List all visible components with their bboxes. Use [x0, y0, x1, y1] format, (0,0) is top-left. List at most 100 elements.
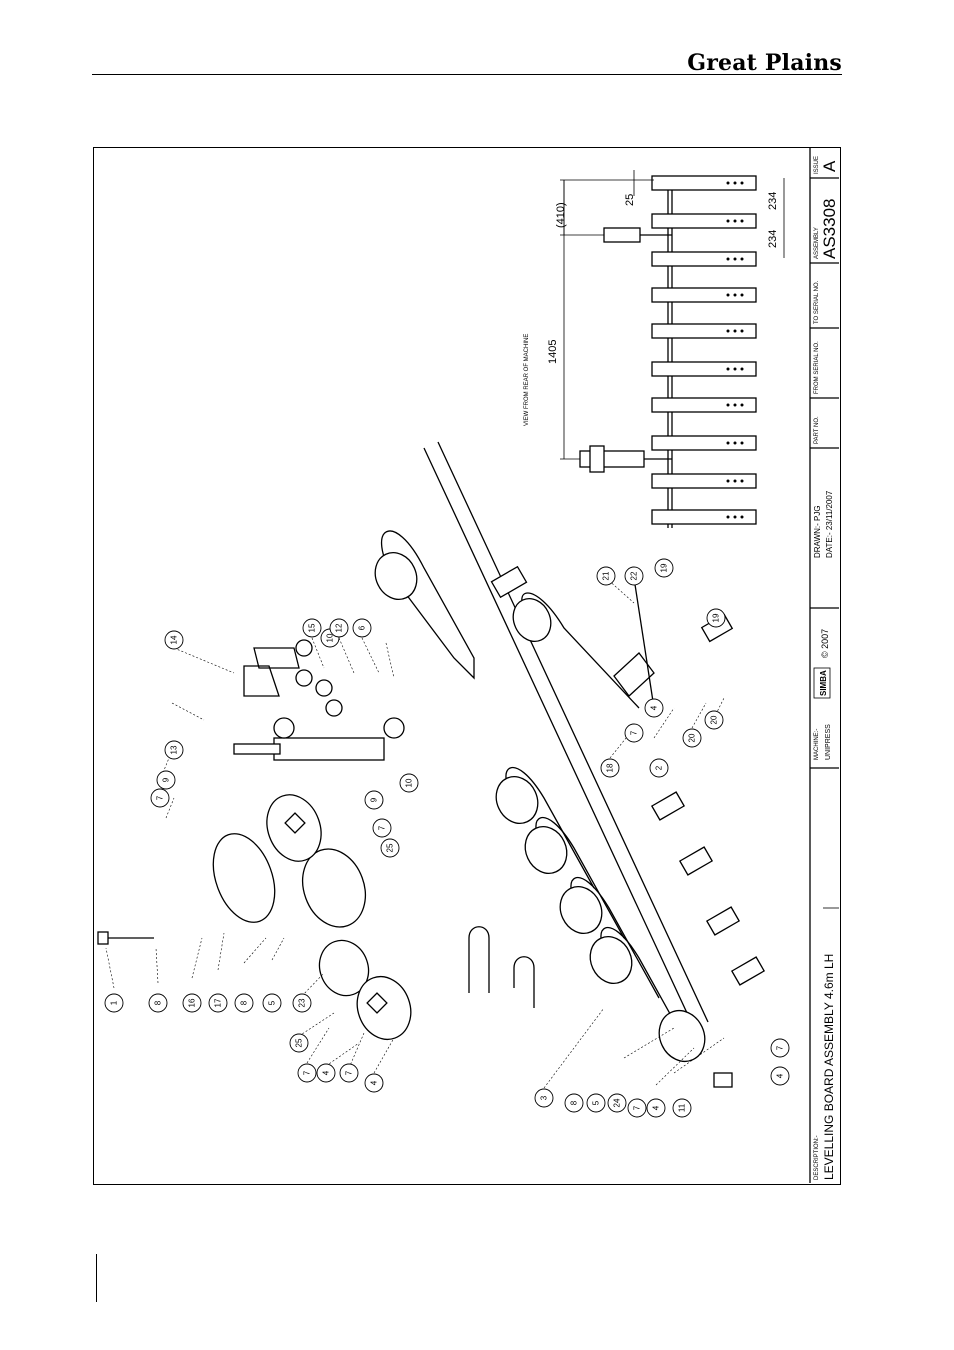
balloon-4e: 4 — [644, 698, 664, 718]
balloon-4a: 4 — [316, 1063, 336, 1083]
svg-text:4: 4 — [370, 1080, 379, 1085]
dim-234-b: 234 — [767, 230, 779, 248]
leader-lines — [105, 577, 725, 1089]
svg-text:7: 7 — [156, 795, 165, 800]
balloon-11: 11 — [672, 1098, 692, 1118]
svg-text:7: 7 — [378, 825, 387, 830]
svg-text:7: 7 — [776, 1045, 785, 1050]
issue-label: ISSUE — [814, 156, 820, 174]
svg-text:3: 3 — [540, 1095, 549, 1100]
rear-view-caption: VIEW FROM REAR OF MACHINE — [524, 334, 530, 426]
svg-text:7: 7 — [630, 730, 639, 735]
balloon-2: 2 — [649, 758, 669, 778]
svg-text:23: 23 — [298, 998, 307, 1007]
page-margin-mark — [96, 1254, 97, 1302]
balloon-7a: 7 — [297, 1063, 317, 1083]
svg-text:10: 10 — [405, 778, 414, 787]
svg-text:11: 11 — [678, 1103, 687, 1112]
svg-text:4: 4 — [652, 1105, 661, 1110]
brand-logo-text: Great Plains — [687, 50, 842, 76]
svg-text:12: 12 — [335, 623, 344, 632]
drawn-date: DATE:- 23/11/2007 — [825, 490, 834, 558]
title-block: DESCRIPTION:- LEVELLING BOARD ASSEMBLY 4… — [809, 148, 839, 1183]
balloon-4b: 4 — [364, 1073, 384, 1093]
balloon-13: 13 — [164, 740, 184, 760]
balloon-7b: 7 — [339, 1063, 359, 1083]
balloon-4c: 4 — [646, 1098, 666, 1118]
technical-drawing: .ln { stroke:#000; fill:none; stroke-wid… — [97, 148, 839, 1183]
balloon-1: 1 — [104, 993, 124, 1013]
drawing-sheet: .ln { stroke:#000; fill:none; stroke-wid… — [93, 147, 841, 1185]
svg-text:9: 9 — [370, 797, 379, 802]
balloon-3: 3 — [534, 1088, 554, 1108]
svg-text:7: 7 — [345, 1070, 354, 1075]
simba-logo: SIMBA — [813, 667, 831, 699]
svg-text:5: 5 — [268, 1000, 277, 1005]
balloon-23: 23 — [292, 993, 312, 1013]
svg-text:14: 14 — [170, 635, 179, 644]
rear-view: VIEW FROM REAR OF MACHINE — [524, 170, 785, 528]
balloon-9a: 9 — [156, 770, 176, 790]
board-sections — [374, 530, 766, 1049]
balloon-7d: 7 — [770, 1038, 790, 1058]
balloon-20b: 20 — [704, 710, 724, 730]
dim-25: 25 — [624, 194, 636, 206]
balloon-17: 17 — [208, 993, 228, 1013]
issue-value: A — [820, 160, 839, 172]
balloon-7f: 7 — [372, 818, 392, 838]
svg-text:4: 4 — [322, 1070, 331, 1075]
balloon-4d: 4 — [770, 1066, 790, 1086]
dim-1405: 1405 — [547, 340, 559, 364]
header-rule — [92, 74, 842, 75]
balloon-7e: 7 — [150, 788, 170, 808]
assembly-number: AS3308 — [820, 199, 839, 260]
svg-text:22: 22 — [630, 571, 639, 580]
copyright: © 2007 — [820, 629, 830, 658]
part-balloons: 1 8 16 17 8 5 23 25 7 4 7 4 3 8 5 24 7 4… — [104, 558, 790, 1118]
balloon-25b: 25 — [380, 838, 400, 858]
description-value: LEVELLING BOARD ASSEMBLY 4.6m LH — [822, 954, 836, 1180]
exploded-view: 1 8 16 17 8 5 23 25 7 4 7 4 3 8 5 24 7 4… — [97, 441, 790, 1118]
balloon-24: 24 — [607, 1093, 627, 1113]
balloon-9b: 9 — [364, 790, 384, 810]
svg-text:21: 21 — [602, 571, 611, 580]
balloon-8: 8 — [148, 993, 168, 1013]
svg-text:25: 25 — [386, 843, 395, 852]
svg-text:13: 13 — [170, 745, 179, 754]
balloon-5: 5 — [262, 993, 282, 1013]
svg-text:6: 6 — [358, 625, 367, 630]
svg-text:10: 10 — [326, 633, 335, 642]
end-cap — [713, 1072, 733, 1088]
balloon-10a: 10 — [399, 773, 419, 793]
balloon-7c: 7 — [627, 1098, 647, 1118]
balloon-19a: 19 — [654, 558, 674, 578]
svg-text:19: 19 — [660, 563, 669, 572]
machine-value: UNIPRESS — [825, 724, 832, 760]
svg-text:8: 8 — [570, 1100, 579, 1105]
svg-text:20: 20 — [688, 733, 697, 742]
svg-text:7: 7 — [303, 1070, 312, 1075]
part-no-label: PART NO. — [814, 416, 820, 444]
machine-label: MACHINE:- — [814, 729, 820, 760]
balloon-20a: 20 — [682, 728, 702, 748]
svg-text:SIMBA: SIMBA — [819, 670, 828, 696]
balloon-18: 18 — [600, 758, 620, 778]
rear-view-tines — [651, 175, 757, 525]
balloon-25a: 25 — [289, 1033, 309, 1053]
balloon-21: 21 — [596, 566, 616, 586]
balloon-8c: 8 — [564, 1093, 584, 1113]
svg-text:4: 4 — [776, 1073, 785, 1078]
svg-text:8: 8 — [240, 1000, 249, 1005]
to-serial-label: TO SERIAL NO. — [814, 280, 820, 324]
from-serial-label: FROM SERIAL NO. — [814, 341, 820, 394]
balloon-6: 6 — [352, 618, 372, 638]
balloon-19b: 19 — [706, 608, 726, 628]
svg-text:7: 7 — [633, 1105, 642, 1110]
svg-text:16: 16 — [188, 998, 197, 1007]
description-label: DESCRIPTION:- — [814, 1135, 820, 1180]
svg-text:25: 25 — [295, 1038, 304, 1047]
balloon-7g: 7 — [624, 723, 644, 743]
svg-text:1: 1 — [110, 1000, 119, 1005]
balloon-14: 14 — [164, 630, 184, 650]
balloon-8b: 8 — [234, 993, 254, 1013]
